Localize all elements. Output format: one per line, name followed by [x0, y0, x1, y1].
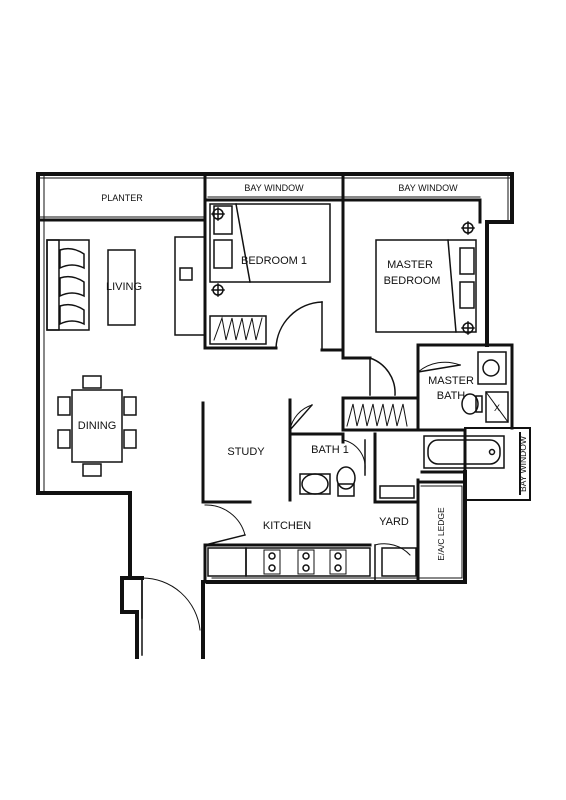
ac-ledge-label: E/A/C LEDGE: [436, 507, 446, 561]
bay-window-label-1: BAY WINDOW: [244, 183, 304, 193]
doors: [141, 301, 461, 656]
master-bedroom-label-1: MASTER: [387, 259, 433, 271]
bath-1-label: BATH 1: [311, 444, 349, 456]
ac-ledge-hatch: [420, 485, 463, 579]
planter-label: PLANTER: [101, 193, 143, 203]
bay-window-label-2: BAY WINDOW: [398, 183, 458, 193]
master-bath-fixtures: [423, 351, 509, 469]
window-lines: [39, 175, 511, 579]
living-label: LIVING: [106, 281, 142, 293]
bay-window-label-3: BAY WINDOW: [518, 436, 528, 492]
master-bath-label-1: MASTER: [428, 375, 474, 387]
outer-walls: [36, 172, 514, 659]
master-bath-label-2: BATH: [437, 390, 466, 402]
room-labels: PLANTER BAY WINDOW BAY WINDOW BEDROOM 1 …: [78, 183, 528, 561]
living-furniture: [46, 236, 206, 336]
kitchen-label: KITCHEN: [263, 520, 311, 532]
master-bedroom-furniture: [346, 221, 477, 427]
right-bay-window: [464, 427, 531, 501]
yard-label: YARD: [379, 516, 409, 528]
bedroom-1-label: BEDROOM 1: [241, 255, 307, 267]
dining-set: [57, 375, 137, 477]
shower-mark: X: [494, 403, 500, 413]
kitchen-counter: [207, 547, 417, 577]
bedroom-1-furniture: [209, 203, 331, 345]
study-label: STUDY: [227, 446, 265, 458]
dining-label: DINING: [78, 420, 117, 432]
master-bedroom-label-2: BEDROOM: [384, 275, 441, 287]
bath-1-fixtures: [299, 466, 415, 499]
interior-walls: [38, 174, 514, 584]
